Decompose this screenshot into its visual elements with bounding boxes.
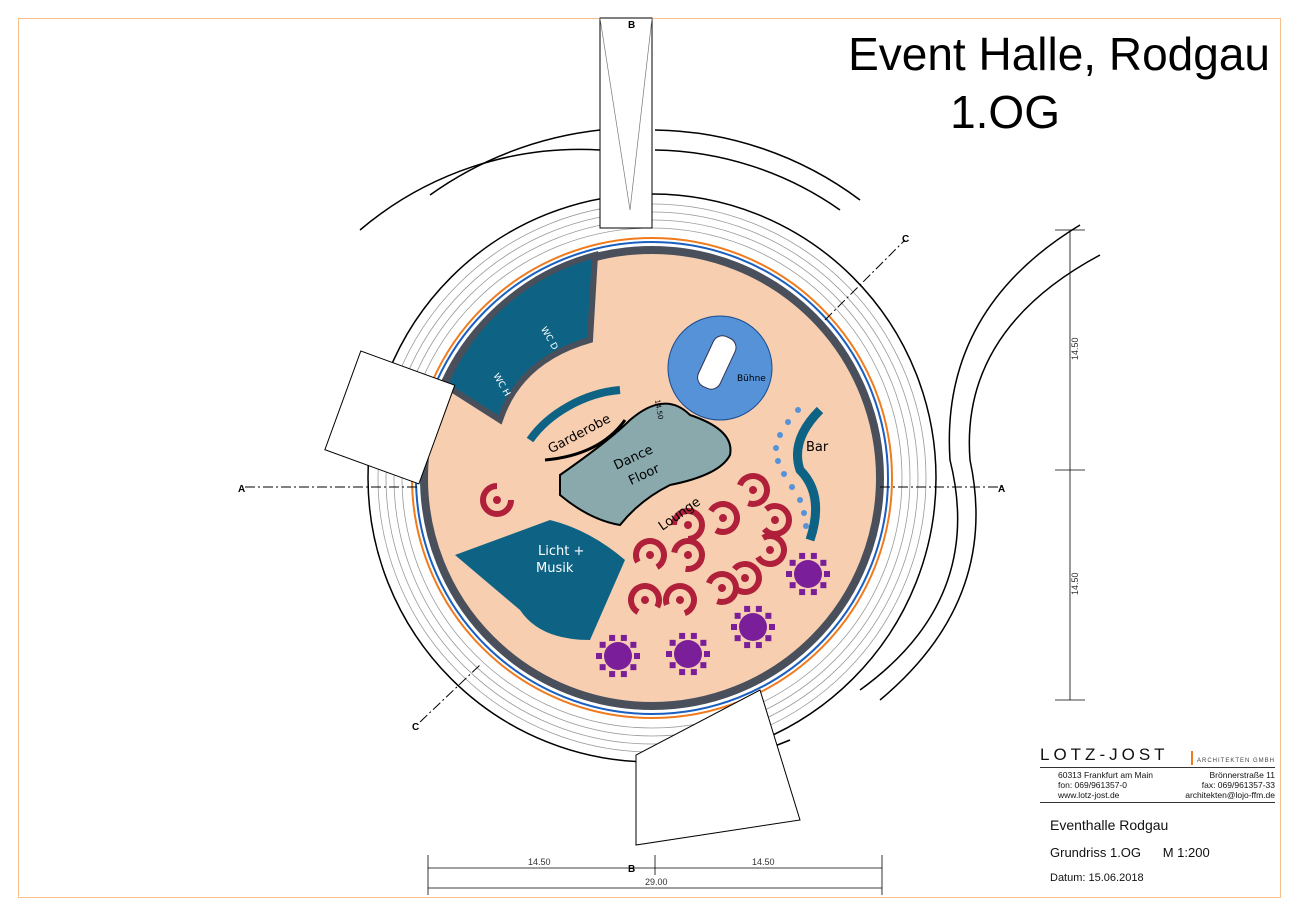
addr-left-2: fon: 069/961357-0	[1058, 780, 1128, 790]
section-mark-a-right: A	[998, 484, 1005, 495]
bar-stool	[773, 445, 779, 451]
lounge-seat	[663, 583, 697, 616]
round-table	[786, 552, 830, 596]
licht-musik-room	[455, 520, 625, 640]
label-licht: Licht +	[538, 544, 584, 559]
lounge-seat	[480, 483, 514, 517]
bar-stool	[801, 510, 807, 516]
section-mark-b-top: B	[628, 20, 635, 31]
dim-total: 29.00	[645, 877, 668, 887]
round-table	[596, 634, 640, 678]
lounge-seat	[737, 473, 770, 507]
bar-stools	[773, 407, 809, 529]
addr-right-3: architekten@lojo-ffm.de	[1185, 790, 1275, 800]
drawing-scale: M 1:200	[1162, 845, 1210, 860]
bar-stool	[781, 471, 787, 477]
lounge-seating	[480, 473, 792, 616]
bar-stool	[775, 458, 781, 464]
bar-stool	[803, 523, 809, 529]
drawing-title: Grundriss 1.OG	[1050, 845, 1142, 860]
label-musik: Musik	[536, 561, 574, 576]
lounge-seat	[628, 583, 662, 615]
dim-left: 14.50	[528, 857, 551, 867]
stair-left	[324, 350, 456, 485]
lounge-seat	[671, 508, 705, 542]
lounge-seat	[706, 571, 739, 605]
drawing-date: Datum: 15.06.2018	[1050, 872, 1144, 884]
dim-vert-bottom: 14.50	[1070, 572, 1080, 595]
project-name: Eventhalle Rodgau	[1050, 817, 1169, 833]
firm-sub: ARCHITEKTEN GMBH	[1190, 751, 1275, 765]
label-buehne: Bühne	[737, 374, 766, 384]
addr-left-3: www.lotz-jost.de	[1058, 790, 1120, 800]
bar-counter	[793, 406, 824, 542]
bar-stool	[789, 484, 795, 490]
label-bar: Bar	[806, 440, 829, 455]
drawing-name: Grundriss 1.OG M 1:200	[1050, 845, 1275, 860]
round-table	[731, 605, 775, 649]
section-mark-c-top: C	[902, 234, 909, 245]
car-icon	[697, 335, 737, 390]
section-lines	[245, 239, 1005, 723]
road-edge	[879, 254, 1101, 701]
section-marks: A A B B C C	[238, 20, 1005, 875]
section-mark-b-bottom: B	[628, 864, 635, 875]
dining-tables	[596, 552, 830, 678]
lounge-seat	[755, 533, 787, 567]
bottom-ramp	[635, 689, 801, 846]
lounge-seat	[633, 538, 667, 570]
round-table	[666, 632, 710, 676]
addr-right-1: Brönnerstraße 11	[1209, 770, 1275, 780]
section-mark-c-bottom: C	[412, 722, 419, 733]
title-line-2: 1.OG	[950, 86, 1060, 138]
dim-vert-top: 14.50	[1070, 337, 1080, 360]
bridge	[599, 17, 653, 229]
lounge-seat	[731, 561, 762, 595]
dim-right: 14.50	[752, 857, 775, 867]
addr-left-1: 60313 Frankfurt am Main	[1058, 770, 1153, 780]
title-block: LOTZ-JOST ARCHITEKTEN GMBH 60313 Frankfu…	[1040, 745, 1275, 884]
dance-floor	[559, 402, 732, 527]
bar-stool	[785, 419, 791, 425]
dimension-lines	[427, 229, 1085, 895]
lounge-seat	[671, 538, 705, 572]
section-mark-a-left: A	[238, 484, 245, 495]
bar-stool	[777, 432, 783, 438]
wc-block	[441, 251, 599, 425]
label-inner-dim: 14.50	[653, 399, 664, 420]
bar-stool	[797, 497, 803, 503]
addr-right-2: fax: 069/961357-33	[1201, 780, 1275, 790]
title-line-1: Event Halle, Rodgau	[848, 28, 1270, 80]
garderobe-counter	[526, 386, 621, 443]
lounge-seat	[708, 501, 740, 535]
firm-logo: LOTZ-JOST	[1040, 745, 1169, 764]
dimension-labels: 14.50 14.50 29.00 14.50 14.50	[528, 337, 1080, 887]
bar-stool	[795, 407, 801, 413]
